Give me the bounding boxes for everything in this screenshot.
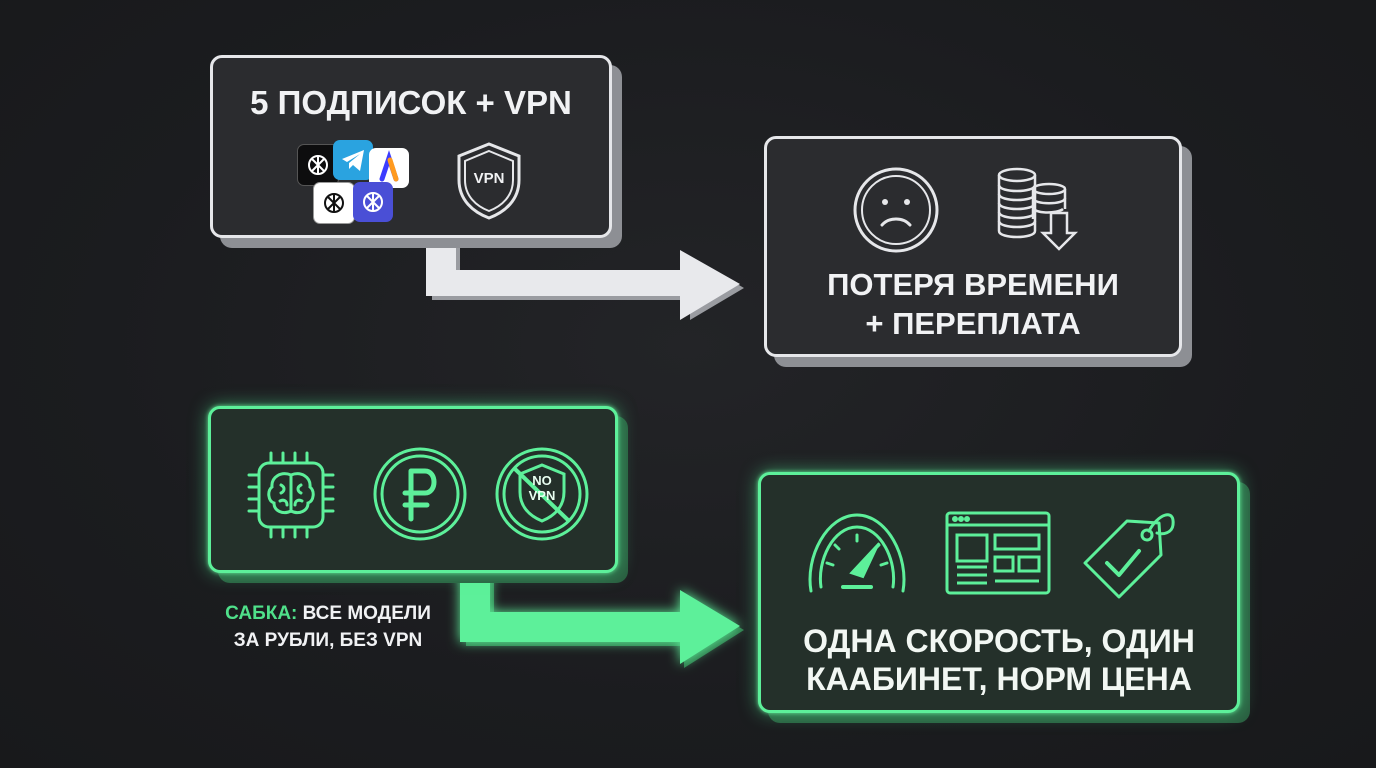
- app-icons-cluster: [295, 140, 425, 224]
- ruble-icon: [373, 447, 467, 541]
- dashboard-window-icon: [945, 511, 1051, 595]
- benefit-box: ОДНА СКОРОСТЬ, ОДИН КААБИНЕТ, НОРМ ЦЕНА: [758, 472, 1240, 713]
- result-line2: + ПЕРЕПЛАТА: [865, 306, 1081, 341]
- openai-icon: [353, 182, 393, 222]
- openai-icon: [313, 182, 355, 224]
- no-vpn-label-line1: NO: [532, 473, 552, 488]
- caption-line1: САБКА: ВСЕ МОДЕЛИ: [200, 600, 456, 627]
- problem-title: 5 ПОДПИСОК + VPN: [250, 84, 572, 121]
- ai-chip-brain-icon: [247, 451, 335, 539]
- caption-brand: САБКА:: [225, 603, 298, 624]
- problem-box: 5 ПОДПИСОК + VPN: [210, 55, 612, 238]
- result-line1: ПОТЕРЯ ВРЕМЕНИ: [827, 267, 1119, 302]
- sad-face-icon: [853, 167, 939, 253]
- benefit-line2: КААБИНЕТ, НОРМ ЦЕНА: [806, 661, 1192, 697]
- solution-box: NO VPN: [208, 406, 618, 573]
- result-box: ПОТЕРЯ ВРЕМЕНИ + ПЕРЕПЛАТА: [764, 136, 1182, 357]
- coins-down-icon: [997, 167, 1079, 251]
- price-tag-check-icon: [1083, 513, 1175, 599]
- solution-caption: САБКА: ВСЕ МОДЕЛИ ЗА РУБЛИ, БЕЗ VPN: [200, 600, 456, 654]
- vpn-shield-icon: [457, 142, 521, 220]
- caption-line1-rest: ВСЕ МОДЕЛИ: [297, 603, 431, 624]
- openai-icon: [297, 144, 339, 186]
- telegram-icon: [333, 140, 373, 180]
- benefit-line1: ОДНА СКОРОСТЬ, ОДИН: [803, 623, 1195, 659]
- no-vpn-label-line2: VPN: [528, 488, 556, 503]
- a-app-icon: [369, 148, 409, 188]
- speedometer-icon: [808, 513, 906, 593]
- caption-line2: ЗА РУБЛИ, БЕЗ VPN: [233, 630, 423, 651]
- no-vpn-icon: [495, 447, 589, 541]
- vpn-shield-label: VPN: [473, 170, 505, 187]
